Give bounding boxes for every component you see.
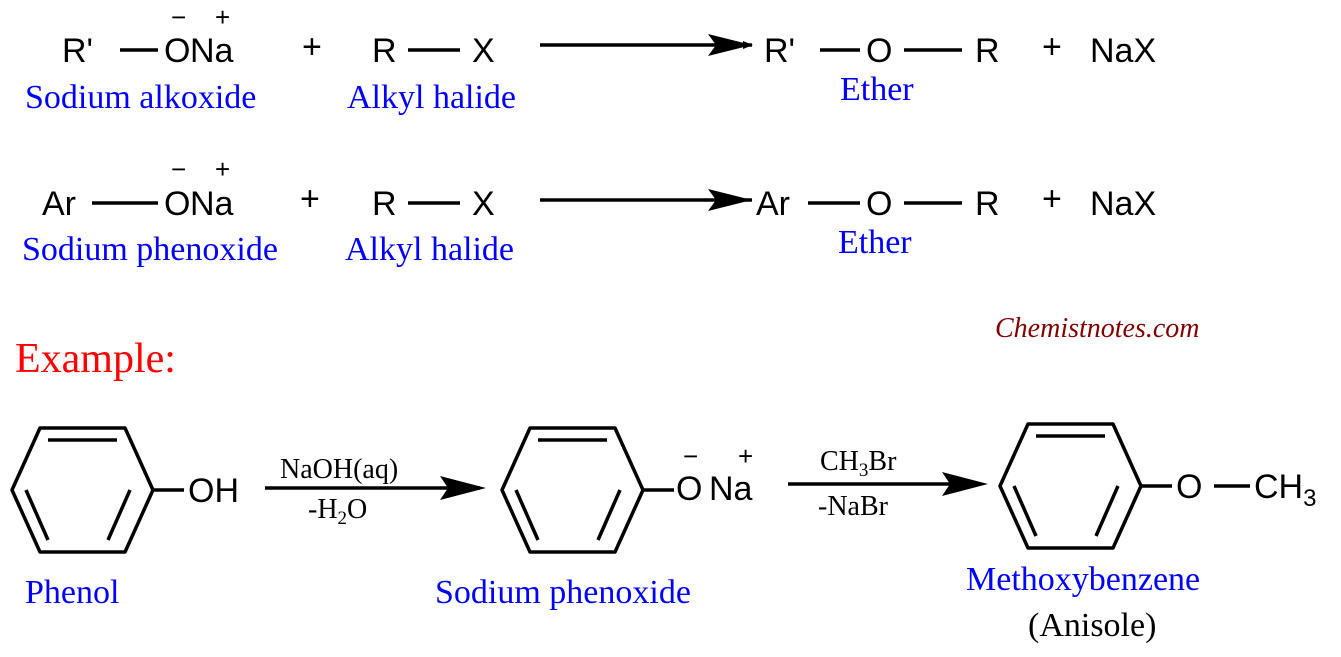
arrow-head [708,189,752,211]
byproduct-nax: NaX [1090,185,1156,223]
oxygen-atom: O [164,185,190,223]
anisole-oxygen: O [1176,468,1202,506]
plus-sign: + [302,28,322,66]
label-anisole: (Anisole) [1028,607,1156,644]
halogen-x: X [472,32,495,70]
oxygen-atom: O [164,32,190,70]
r-prime-group: R' [62,32,93,70]
label-alkyl-halide: Alkyl halide [347,79,516,116]
product-r: R [975,185,1000,223]
label-ether: Ether [838,224,912,261]
sodium-atom: Na [190,185,234,223]
phenoxide-sodium: Na [709,470,753,508]
plus-charge: + [215,154,230,184]
reaction-2: Ar O Na − + + R X Ar O R + NaX Sodium ph… [22,154,1156,268]
benzene-ring-anisole [998,422,1143,550]
label-sodium-phenoxide: Sodium phenoxide [22,231,278,268]
byproduct-nax: NaX [1090,32,1156,70]
aryl-group: Ar [42,185,76,223]
phenoxide-oxygen: O [676,470,702,508]
minus-charge: − [171,2,186,32]
r-group: R [372,32,397,70]
arrow-head [440,476,486,500]
plus-sign: + [300,180,320,218]
condition-reagent: CH3Br [820,446,897,481]
example-heading: Example: [15,336,176,382]
label-phenol: Phenol [25,574,119,611]
r-group: R [372,185,397,223]
methyl-group: CH3 [1254,468,1316,512]
product-aryl: Ar [756,185,790,223]
product-r-prime: R' [764,32,795,70]
product-oxygen: O [866,185,892,223]
minus-charge: − [171,154,186,184]
label-sodium-alkoxide: Sodium alkoxide [25,79,256,116]
arrow-head [942,472,988,496]
label-methoxybenzene: Methoxybenzene [966,561,1200,598]
plus-sign: + [1042,28,1062,66]
plus-sign: + [1042,180,1062,218]
hydroxyl-group: OH [188,472,239,510]
condition-byproduct: -H2O [308,494,367,529]
halogen-x: X [472,185,495,223]
arrow-head [708,34,752,56]
label-ether: Ether [840,71,914,108]
plus-charge: + [738,441,753,471]
example-reaction: OH NaOH(aq) -H2O O Na − + CH3Br -NaBr [10,422,1316,644]
label-alkyl-halide: Alkyl halide [345,231,514,268]
product-oxygen: O [866,32,892,70]
benzene-ring-phenoxide [500,426,645,554]
condition-reagent: NaOH(aq) [280,454,398,485]
benzene-ring-phenol [10,426,155,554]
watermark: Chemistnotes.com [995,313,1200,344]
minus-charge: − [683,441,698,471]
reaction-1: R' O Na − + + R X R' O R + NaX Sodium al… [25,2,1156,116]
plus-charge: + [215,2,230,32]
product-r: R [975,32,1000,70]
condition-byproduct: -NaBr [818,491,889,522]
label-sodium-phenoxide: Sodium phenoxide [435,574,691,611]
sodium-atom: Na [190,32,234,70]
